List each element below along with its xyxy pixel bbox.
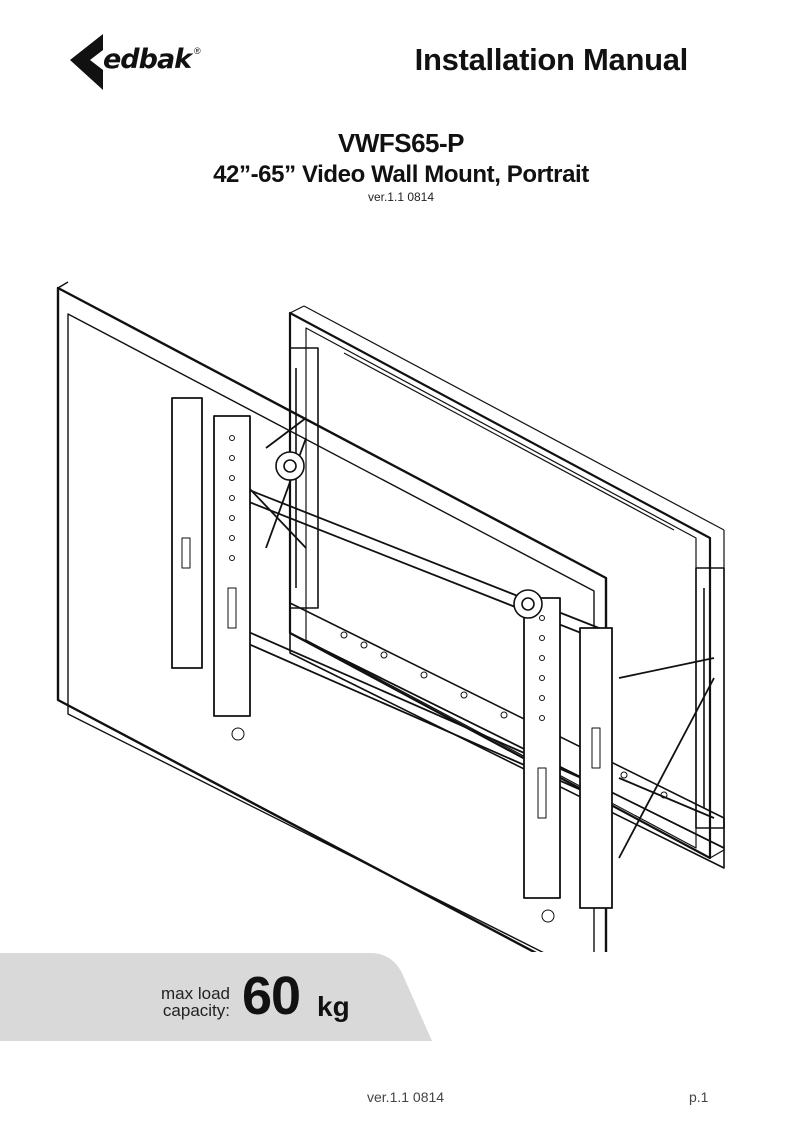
product-description: 42”-65” Video Wall Mount, Portrait bbox=[213, 161, 589, 188]
load-capacity-badge bbox=[0, 953, 432, 1041]
registered-mark: ® bbox=[194, 46, 201, 56]
load-capacity-label: max load capacity: bbox=[120, 985, 230, 1019]
footer-version: ver.1.1 0814 bbox=[367, 1089, 445, 1105]
edbak-logo bbox=[70, 34, 103, 90]
model-number: VWFS65-P bbox=[337, 128, 465, 158]
page-number: p.1 bbox=[689, 1089, 709, 1105]
load-capacity-unit: kg bbox=[317, 991, 350, 1022]
page-title: Installation Manual bbox=[414, 42, 689, 77]
mount-illustration bbox=[56, 281, 725, 952]
version-label: ver.1.1 0814 bbox=[367, 190, 435, 204]
load-label-line1: max load bbox=[161, 984, 230, 1003]
load-label-line2: capacity: bbox=[162, 1001, 230, 1020]
brand-name: edbak bbox=[103, 44, 192, 75]
load-capacity-value: 60 bbox=[242, 966, 301, 1026]
